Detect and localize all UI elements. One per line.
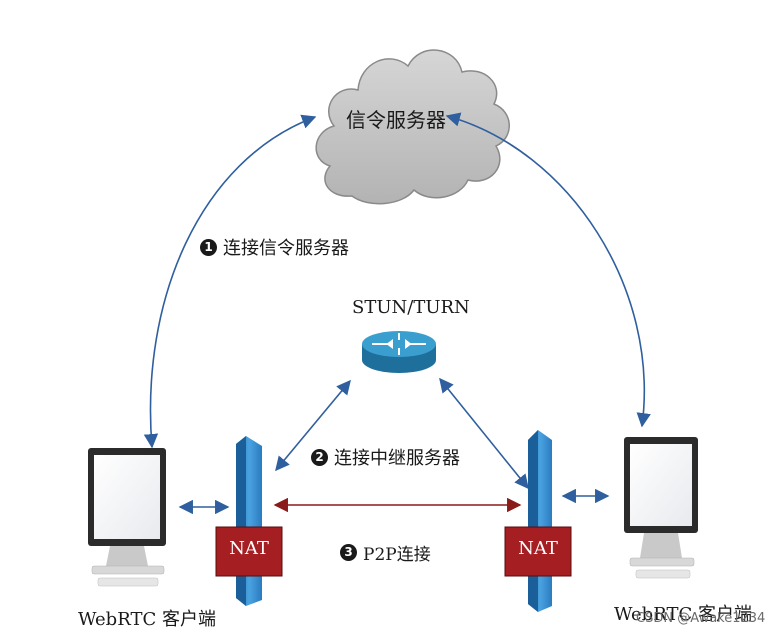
signaling-arrow-right: [445, 112, 651, 428]
step-3-number-badge: 3: [340, 544, 357, 561]
signaling-arrow-left: [143, 114, 317, 449]
signaling-server-label: 信令服务器: [346, 108, 446, 132]
computer-left-icon: [88, 448, 166, 587]
nat-left-label: NAT: [229, 538, 269, 559]
nat-box-left: [215, 526, 283, 577]
step-2-label: 2 连接中继服务器: [311, 444, 460, 470]
relay-arrow-right: [439, 377, 529, 490]
nat-box-right: [504, 526, 572, 577]
step-3-text: P2P连接: [363, 545, 431, 565]
nat-right-label: NAT: [518, 538, 558, 559]
firewall-left-icon: [236, 436, 262, 606]
step-3-label: 3 P2P连接: [340, 540, 431, 565]
relay-arrow-left: [275, 379, 351, 472]
client-right-label: WebRTC 客户端: [614, 604, 752, 625]
firewall-right-icon: [528, 430, 552, 612]
relay-server-label: STUN/TURN: [352, 297, 470, 318]
computer-right-icon: [624, 437, 698, 579]
step-2-number-badge: 2: [311, 448, 328, 466]
step-1-text: 连接信令服务器: [223, 238, 349, 259]
stun-turn-router-icon: [362, 331, 436, 373]
client-left-label: WebRTC 客户端: [78, 609, 216, 630]
step-1-label: 1 连接信令服务器: [200, 234, 349, 260]
step-1-number-badge: 1: [200, 238, 217, 256]
step-2-text: 连接中继服务器: [334, 448, 460, 469]
watermark: CSDN @Awake1234: [636, 611, 766, 626]
